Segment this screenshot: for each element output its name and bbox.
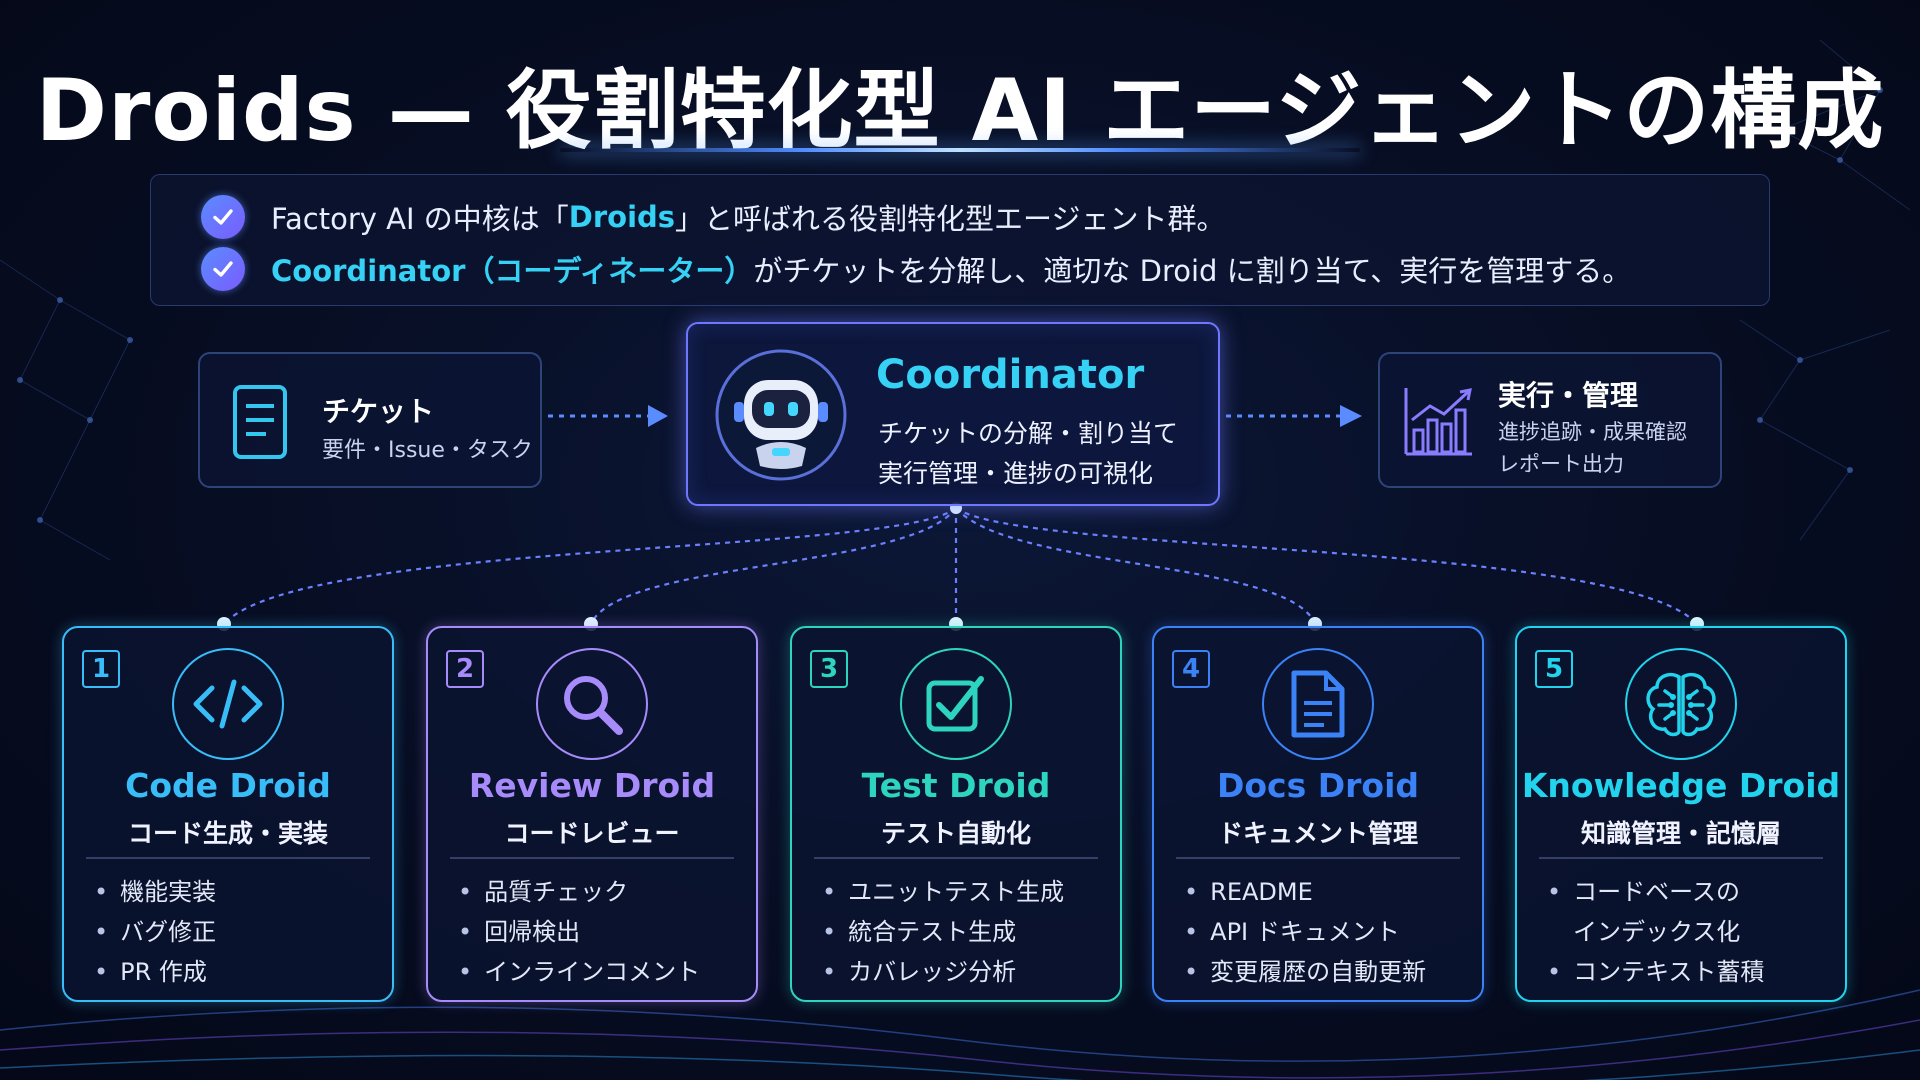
divider: [1539, 857, 1823, 859]
document-icon: [232, 384, 288, 464]
droid-card-review: 2 Review Droid コードレビュー 品質チェック 回帰検出 インライン…: [426, 626, 758, 1002]
droid-name: Review Droid: [468, 766, 716, 805]
droid-task-list: コードベースの インデックス化 コンテキスト蓄積: [1547, 872, 1764, 992]
list-item: コンテキスト蓄積: [1547, 952, 1764, 992]
list-item: カバレッジ分析: [822, 952, 1064, 992]
droid-task-list: 品質チェック 回帰検出 インラインコメント: [458, 872, 700, 992]
page-title: Droids — 役割特化型 AI エージェントの構成: [35, 61, 1885, 161]
list-item: API ドキュメント: [1184, 912, 1426, 952]
list-item: バグ修正: [94, 912, 216, 952]
droid-task-list: README API ドキュメント 変更履歴の自動更新: [1184, 872, 1426, 992]
doc-icon: [1262, 648, 1374, 760]
magnifier-icon: [536, 648, 648, 760]
bar-chart-icon: [1402, 384, 1476, 464]
list-item: コードベースの: [1547, 872, 1764, 912]
intro-line-2: Coordinator（コーディネーター）がチケットを分解し、適切な Droid…: [201, 247, 1631, 291]
droid-role: ドキュメント管理: [1217, 819, 1418, 848]
title-underline: [560, 148, 1360, 152]
intro-line-1-post: 」と呼ばれる役割特化型エージェント群。: [675, 202, 1226, 236]
droid-card-code: 1 Code Droid コード生成・実装 機能実装 バグ修正 PR 作成: [62, 626, 394, 1002]
check-icon: [201, 247, 245, 291]
list-item: PR 作成: [94, 952, 216, 992]
ticket-node: チケット 要件・Issue・タスク: [198, 352, 542, 488]
list-item: ユニットテスト生成: [822, 872, 1064, 912]
divider: [450, 857, 734, 859]
droid-role: テスト自動化: [880, 819, 1031, 848]
divider: [1176, 857, 1460, 859]
droid-number: 5: [1535, 650, 1573, 688]
list-item: README: [1184, 872, 1426, 912]
coordinator-line-2: 実行管理・進捗の可視化: [878, 459, 1154, 488]
intro-line-2-post: がチケットを分解し、適切な Droid に割り当て、実行を管理する。: [753, 254, 1632, 288]
ticket-title: チケット: [322, 395, 435, 428]
list-item: インラインコメント: [458, 952, 700, 992]
intro-line-2-highlight: Coordinator（コーディネーター）: [271, 254, 754, 288]
droid-role: コードレビュー: [504, 819, 680, 848]
execution-line-2: レポート出力: [1498, 452, 1624, 476]
intro-line-1: Factory AI の中核は「Droids」と呼ばれる役割特化型エージェント群…: [201, 195, 1225, 239]
droid-card-docs: 4 Docs Droid ドキュメント管理 README API ドキュメント …: [1152, 626, 1484, 1002]
list-item: 変更履歴の自動更新: [1184, 952, 1426, 992]
droid-role: コード生成・実装: [127, 819, 328, 848]
divider: [86, 857, 370, 859]
checkbox-icon: [900, 648, 1012, 760]
divider: [814, 857, 1098, 859]
droid-card-test: 3 Test Droid テスト自動化 ユニットテスト生成 統合テスト生成 カバ…: [790, 626, 1122, 1002]
list-item: 統合テスト生成: [822, 912, 1064, 952]
droid-number: 3: [810, 650, 848, 688]
execution-title: 実行・管理: [1498, 379, 1639, 412]
droid-number: 4: [1172, 650, 1210, 688]
intro-line-1-pre: Factory AI の中核は「: [271, 202, 569, 236]
droid-task-list: 機能実装 バグ修正 PR 作成: [94, 872, 216, 992]
brain-icon: [1625, 648, 1737, 760]
execution-line-1: 進捗追跡・成果確認: [1498, 420, 1687, 444]
intro-box: Factory AI の中核は「Droids」と呼ばれる役割特化型エージェント群…: [150, 174, 1770, 306]
droid-number: 2: [446, 650, 484, 688]
coordinator-node: Coordinator チケットの分解・割り当て 実行管理・進捗の可視化: [686, 322, 1220, 506]
droid-name: Code Droid: [125, 766, 331, 805]
list-item: 機能実装: [94, 872, 216, 912]
droid-name: Knowledge Droid: [1521, 766, 1841, 805]
droid-card-knowledge: 5 Knowledge Droid 知識管理・記憶層 コードベースの インデック…: [1515, 626, 1847, 1002]
ticket-subtitle: 要件・Issue・タスク: [322, 438, 533, 463]
list-item: 品質チェック: [458, 872, 700, 912]
droid-number: 1: [82, 650, 120, 688]
list-item: 回帰検出: [458, 912, 700, 952]
droid-name: Test Droid: [861, 766, 1051, 805]
coordinator-title: Coordinator: [876, 352, 1145, 398]
execution-node: 実行・管理 進捗追跡・成果確認 レポート出力: [1378, 352, 1722, 488]
droid-name: Docs Droid: [1216, 766, 1420, 805]
check-icon: [201, 195, 245, 239]
robot-icon: [714, 348, 848, 486]
intro-line-1-highlight: Droids: [568, 200, 676, 234]
droid-role: 知識管理・記憶層: [1580, 819, 1781, 848]
code-icon: [172, 648, 284, 760]
coordinator-line-1: チケットの分解・割り当て: [878, 419, 1179, 448]
list-item: インデックス化: [1573, 918, 1741, 946]
droid-task-list: ユニットテスト生成 統合テスト生成 カバレッジ分析: [822, 872, 1064, 992]
